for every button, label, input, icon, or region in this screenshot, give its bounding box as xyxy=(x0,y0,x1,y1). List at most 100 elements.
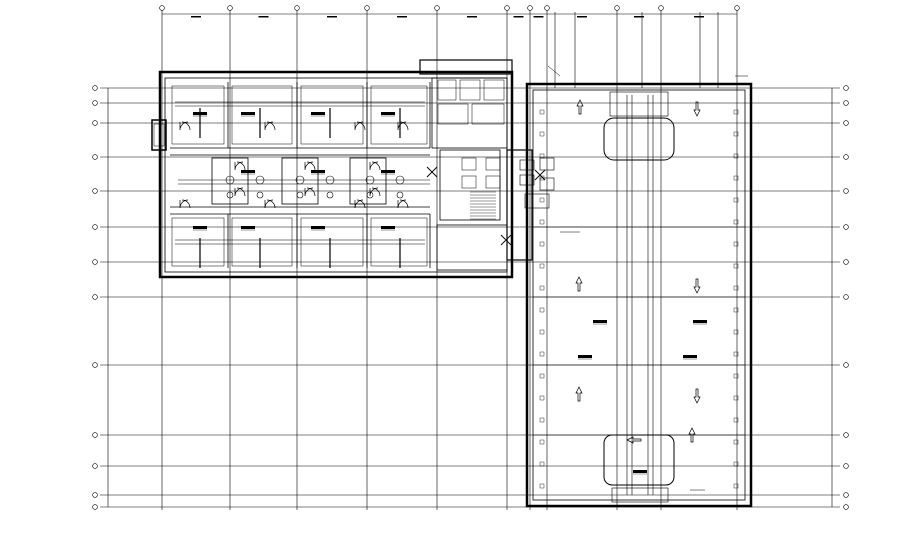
direction-arrow-icon xyxy=(575,386,583,402)
dimension-tag xyxy=(513,16,524,18)
door-swing-icon xyxy=(304,187,314,197)
lab-room xyxy=(171,85,225,145)
direction-arrow-icon xyxy=(693,278,701,294)
building-outline xyxy=(158,59,753,508)
column-mark xyxy=(539,153,545,159)
dimension-tag xyxy=(467,16,477,18)
fan-symbol xyxy=(500,234,512,246)
column-mark xyxy=(733,109,739,115)
dimension-tag xyxy=(327,16,337,18)
door-swing-icon xyxy=(399,199,409,209)
door-swing-icon xyxy=(234,187,244,197)
equipment-box xyxy=(519,159,535,171)
fan-symbol xyxy=(534,169,546,181)
grid-bubble-icon xyxy=(843,504,849,510)
door-swing-icon xyxy=(399,121,409,131)
toilet-room xyxy=(471,103,505,125)
room-tag xyxy=(193,226,207,229)
column-mark xyxy=(733,395,739,401)
room-tag xyxy=(381,170,395,173)
column-mark xyxy=(733,263,739,269)
column-mark xyxy=(539,219,545,225)
door-swing-icon xyxy=(179,199,189,209)
dimension-tag xyxy=(397,16,407,18)
room-tag xyxy=(311,170,325,173)
diffuser-symbol xyxy=(296,191,304,199)
grid-bubble-icon xyxy=(364,5,370,11)
room-tag xyxy=(683,355,697,358)
grid-bubble-icon xyxy=(504,5,510,11)
column-mark xyxy=(539,197,545,203)
room-tag xyxy=(693,320,707,323)
column-mark xyxy=(733,351,739,357)
door-swing-icon xyxy=(306,161,316,171)
grid-bubble-icon xyxy=(843,463,849,469)
door-swing-icon xyxy=(179,121,189,131)
grid-bubble-icon xyxy=(843,432,849,438)
grid-bubble-icon xyxy=(159,5,165,11)
lab-room xyxy=(171,217,225,267)
diffuser-symbol xyxy=(396,191,404,199)
left-wing-wall xyxy=(158,70,514,279)
room-tags xyxy=(191,16,748,491)
column-mark xyxy=(539,109,545,115)
lab-room xyxy=(231,85,293,145)
direction-arrow-icon xyxy=(693,388,701,404)
door-swing-icon xyxy=(369,161,379,171)
door-swing-icon xyxy=(266,199,276,209)
grid-bubble-icon xyxy=(843,154,849,160)
dimension-tag xyxy=(258,16,269,18)
grid-bubble-icon xyxy=(544,5,550,11)
grid-bubble-icon xyxy=(92,120,98,126)
column-mark xyxy=(733,307,739,313)
door-swing-icon xyxy=(356,199,366,209)
grid-bubble-icon xyxy=(92,294,98,300)
right-wing-wall xyxy=(525,82,753,508)
column-mark xyxy=(733,483,739,489)
lobby-room xyxy=(436,224,508,271)
grid-bubble-icon xyxy=(227,5,233,11)
direction-arrow-icon xyxy=(693,101,701,117)
grid-bubble-icon xyxy=(843,85,849,91)
door-swing-icon xyxy=(356,121,366,131)
door-swing-icon xyxy=(371,161,381,171)
annotation-leader xyxy=(547,65,561,77)
room-tag xyxy=(241,170,255,173)
column-mark xyxy=(733,373,739,379)
equipment-box xyxy=(519,174,535,186)
room-tag xyxy=(633,470,647,473)
room-tag xyxy=(311,226,325,229)
grid-bubble-icon xyxy=(92,504,98,510)
column-mark xyxy=(733,285,739,291)
lab-room xyxy=(231,217,293,267)
room-partitions xyxy=(151,77,745,503)
door-swing-icon xyxy=(181,121,191,131)
door-swing-icon xyxy=(371,187,381,197)
connector-wall xyxy=(506,149,533,261)
top-equipment xyxy=(609,91,669,117)
room-tag xyxy=(241,226,255,229)
column-mark xyxy=(539,461,545,467)
column-mark xyxy=(539,417,545,423)
lift-shaft xyxy=(485,175,501,189)
door-swing-icon xyxy=(234,161,244,171)
column-mark xyxy=(733,329,739,335)
grid-bubble-icon xyxy=(658,5,664,11)
toilet-room xyxy=(437,79,457,101)
door-swing-icon xyxy=(236,161,246,171)
room-tag xyxy=(311,112,325,115)
top-cell xyxy=(603,117,675,161)
toilet-room xyxy=(483,79,505,101)
grid-bubbles xyxy=(92,5,849,510)
diffuser-symbol xyxy=(226,191,234,199)
grid-bubble-icon xyxy=(92,432,98,438)
grid-bubble-icon xyxy=(843,120,849,126)
grid-bubble-icon xyxy=(92,259,98,265)
core-room xyxy=(349,157,387,205)
room-tag xyxy=(381,226,395,229)
door-swing-icon xyxy=(397,199,407,209)
diffuser-symbol xyxy=(326,191,334,199)
door-swing-icon xyxy=(306,187,316,197)
right-wing-inner-wall xyxy=(532,89,746,501)
